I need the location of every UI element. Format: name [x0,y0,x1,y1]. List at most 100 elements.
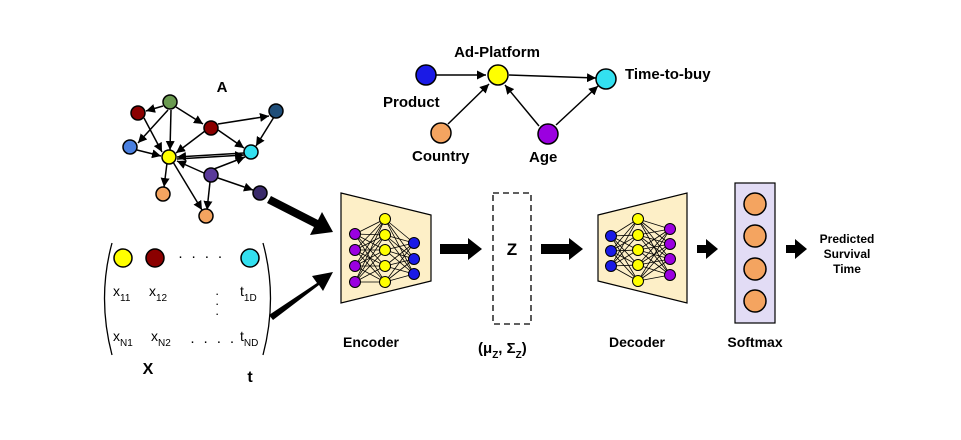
ad-platform-label: Ad-Platform [454,44,540,61]
encoder: Encoder [340,192,432,350]
causal-edge-country-adplatform [447,83,490,125]
causal-graph: Ad-Platform Product Time-to-buy Country … [383,44,711,166]
graph-a-edge [160,162,170,188]
nn-connection [384,218,415,244]
nn-connection [354,234,386,283]
nn-neuron [632,229,644,241]
age-node [537,123,559,145]
nn-neuron [605,230,617,242]
matrix-x12: x12 [149,283,168,304]
matrix-tnd: tND [240,328,258,349]
nn-neuron [632,213,644,225]
nn-neuron [408,237,420,249]
product-label: Product [383,94,440,111]
age-label: Age [529,149,557,166]
graph-a-edge [213,156,246,170]
nn-connection [354,249,386,283]
latent-to-decoder-arrow [541,238,583,260]
nn-neuron [408,268,420,280]
country-label: Country [412,148,470,165]
decoder-network [605,213,676,287]
output-label-line3: Time [833,262,861,276]
nn-neuron [349,276,361,288]
latent: Z (μZ, ΣZ) [478,192,532,361]
graph-a-node [252,185,268,201]
causal-edge-adplatform-timetobuy [508,73,597,83]
graph-a-edge [136,149,162,159]
nn-connection [637,228,671,282]
graph-a-edge [172,161,203,211]
encoder-to-latent-arrow [440,238,482,260]
nn-neuron [379,244,391,256]
graph-a-edge [176,151,245,161]
nn-neuron [632,244,644,256]
graph-a-edge [255,116,275,147]
graph-a-node [122,139,138,155]
input-arrows [267,196,333,320]
graph-a-edge [176,151,245,161]
nn-neuron [664,223,676,235]
latent-label: Z [507,240,517,259]
softmax-to-output-arrow [786,239,807,259]
softmax-unit [743,224,767,248]
nn-connection [610,234,639,267]
graph-a-node [203,167,219,183]
graph-a-edge [176,160,205,174]
nn-connection [637,218,671,260]
graph-a-node [162,94,178,110]
latent-params: (μZ, ΣZ) [478,340,527,361]
output-label-line2: Survival [824,247,871,261]
nn-neuron [379,260,391,272]
matrix-left-bracket [103,242,113,356]
softmax-unit [743,192,767,216]
graph-a-edge [175,106,204,125]
matrix-t1d: t1D [240,283,257,304]
softmax-unit [743,257,767,281]
nn-neuron [379,229,391,241]
softmax: Softmax [727,182,783,350]
nn-connection [637,228,671,266]
nn-neuron [605,260,617,272]
graph-a-edge [145,104,164,113]
matrix-x-label: X [143,361,154,378]
nn-connection [354,218,386,267]
graph-a-node [155,186,171,202]
matrix-dots-top: · · · · [178,248,224,265]
matrix-vdots-1: · [215,286,219,301]
latent-box [492,192,532,325]
nn-neuron [632,259,644,271]
nn-connection [637,218,671,245]
ad-platform-node [487,64,509,86]
graph-a-edges [136,104,275,211]
softmax-unit [743,289,767,313]
matrix-vdots-2: · [215,296,219,311]
nn-connection [384,242,415,267]
graph-a: A [122,79,284,224]
matrix-to-encoder-arrow [269,272,333,320]
graph-a-node [198,208,214,224]
nn-neuron [664,253,676,265]
nn-connection [637,258,671,282]
nn-neuron [349,228,361,240]
graph-a-edge [217,129,245,149]
nn-neuron [664,238,676,250]
decoder-to-softmax-arrow [697,239,718,259]
matrix-node-darkred [145,248,165,268]
nn-neuron [605,245,617,257]
nn-neuron [664,269,676,281]
matrix-x11: x11 [113,283,131,304]
graph-a-node [161,149,177,165]
matrix-right-bracket [262,242,272,356]
nn-neuron [349,244,361,256]
graph-a-node [243,144,259,160]
nn-connection [637,243,671,282]
nn-connection [384,234,415,260]
nn-connection [354,218,386,283]
encoder-network [349,213,420,288]
matrix-t-label: t [247,369,253,386]
causal-edge-age-timetobuy [555,85,599,126]
decoder: Decoder [597,192,688,350]
graph-a-edge [143,117,163,153]
matrix-dots-bottom: · · · · [190,333,236,350]
